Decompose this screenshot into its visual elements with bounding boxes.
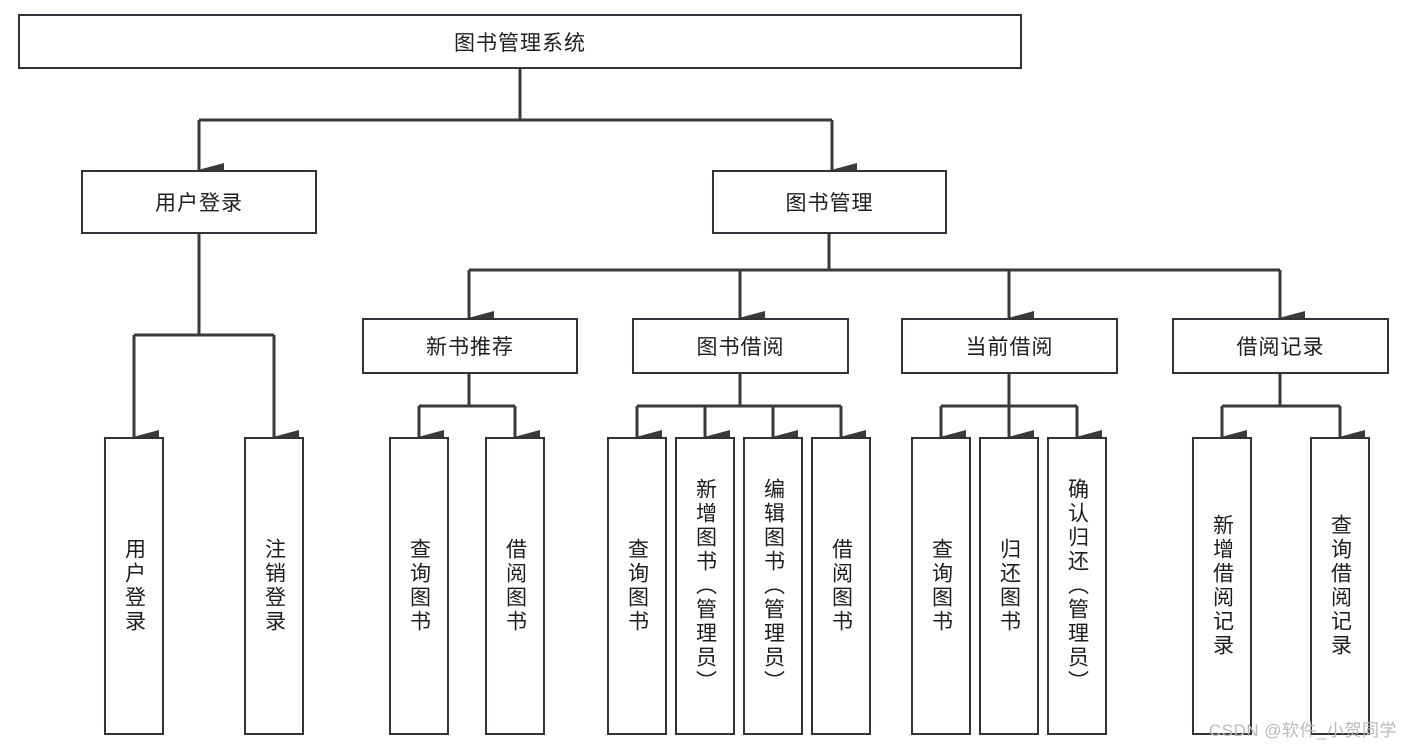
leaf-query-borrow-record[interactable]: 查询借阅记录	[1310, 437, 1370, 735]
leaf-borrow-book-1-label: 借阅图书	[503, 538, 527, 634]
leaf-borrow-book-2-label: 借阅图书	[829, 538, 853, 634]
node-current-borrow[interactable]: 当前借阅	[901, 318, 1118, 374]
leaf-query-book-2[interactable]: 查询图书	[607, 437, 667, 735]
node-book-borrow-label: 图书借阅	[696, 336, 785, 359]
leaf-return-book[interactable]: 归还图书	[979, 437, 1039, 735]
node-root-label: 图书管理系统	[454, 31, 586, 55]
leaf-query-book-1[interactable]: 查询图书	[389, 437, 449, 735]
leaf-return-book-label: 归还图书	[997, 538, 1021, 634]
node-book-manage[interactable]: 图书管理	[712, 170, 947, 234]
leaf-borrow-book-1[interactable]: 借阅图书	[485, 437, 545, 735]
leaf-borrow-book-2[interactable]: 借阅图书	[811, 437, 871, 735]
leaf-edit-book[interactable]: 编辑图书（管理员）	[743, 437, 803, 735]
leaf-query-borrow-record-label: 查询借阅记录	[1328, 514, 1352, 658]
node-root[interactable]: 图书管理系统	[18, 14, 1022, 69]
leaf-user-login-label: 用户登录	[122, 538, 146, 634]
leaf-add-borrow-record[interactable]: 新增借阅记录	[1192, 437, 1252, 735]
leaf-add-book-label: 新增图书（管理员）	[693, 478, 717, 694]
node-borrow-record-label: 借阅记录	[1236, 336, 1325, 359]
node-new-book-recommend[interactable]: 新书推荐	[362, 318, 578, 374]
node-current-borrow-label: 当前借阅	[965, 336, 1054, 359]
leaf-query-book-2-label: 查询图书	[625, 538, 649, 634]
leaf-logout-label: 注销登录	[262, 538, 286, 634]
leaf-logout[interactable]: 注销登录	[244, 437, 304, 735]
leaf-query-book-3-label: 查询图书	[929, 538, 953, 634]
leaf-add-borrow-record-label: 新增借阅记录	[1210, 514, 1234, 658]
leaf-query-book-1-label: 查询图书	[407, 538, 431, 634]
leaf-edit-book-label: 编辑图书（管理员）	[761, 478, 785, 694]
node-book-borrow[interactable]: 图书借阅	[632, 318, 849, 374]
node-user-login[interactable]: 用户登录	[81, 170, 317, 234]
leaf-confirm-return[interactable]: 确认归还（管理员）	[1047, 437, 1107, 735]
node-book-manage-label: 图书管理	[785, 192, 874, 215]
node-borrow-record[interactable]: 借阅记录	[1172, 318, 1389, 374]
leaf-user-login[interactable]: 用户登录	[104, 437, 164, 735]
leaf-add-book[interactable]: 新增图书（管理员）	[675, 437, 735, 735]
node-user-login-label: 用户登录	[155, 192, 243, 215]
node-new-book-recommend-label: 新书推荐	[426, 336, 514, 359]
leaf-confirm-return-label: 确认归还（管理员）	[1065, 478, 1089, 694]
leaf-query-book-3[interactable]: 查询图书	[911, 437, 971, 735]
